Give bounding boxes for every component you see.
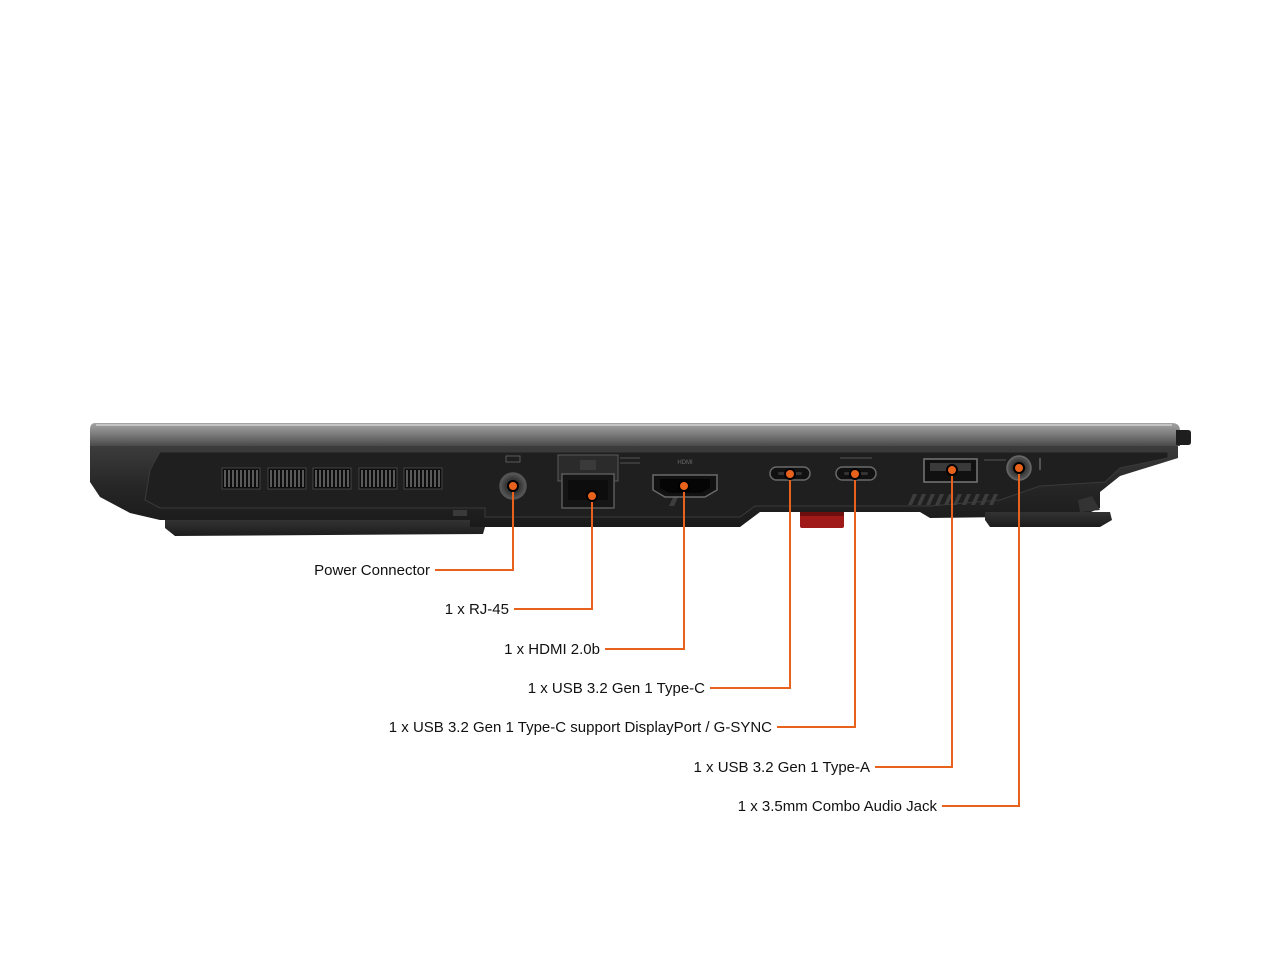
callout-leader-line: [435, 486, 514, 571]
callout-label: Power Connector: [314, 562, 430, 579]
vent-slot: [908, 494, 917, 505]
callout-dot: [946, 464, 958, 476]
callout-dot: [678, 480, 690, 492]
callout-leader-line: [942, 468, 1020, 807]
rear-vent: [669, 497, 679, 506]
vent-slot: [971, 494, 980, 505]
front-foot: [165, 520, 485, 536]
callout-audio-jack: 1 x 3.5mm Combo Audio Jack: [738, 462, 1025, 815]
callout-power-connector: Power Connector: [314, 480, 519, 579]
callout-label: 1 x USB 3.2 Gen 1 Type-C support Display…: [389, 719, 772, 736]
lid-highlight: [96, 424, 1172, 426]
callout-hdmi: 1 x HDMI 2.0b: [504, 480, 690, 658]
rear-vent-slots: [908, 494, 998, 505]
lid: [90, 423, 1180, 446]
callout-usb-c: 1 x USB 3.2 Gen 1 Type-C: [528, 468, 796, 697]
laptop-body: [90, 423, 1191, 536]
vent-slot: [935, 494, 944, 505]
callout-leader-line: [514, 496, 593, 610]
callout-leader-line: [875, 470, 953, 768]
callout-label: 1 x HDMI 2.0b: [504, 641, 600, 658]
callout-leader-line: [605, 486, 685, 650]
vent-grille: [403, 467, 443, 490]
vent-slot: [917, 494, 926, 505]
callout-dot: [507, 480, 519, 492]
vent-slot: [944, 494, 953, 505]
vent-slot: [953, 494, 962, 505]
callout-label: 1 x USB 3.2 Gen 1 Type-C: [528, 680, 705, 697]
callout-label: 1 x RJ-45: [445, 601, 509, 618]
callout-label: 1 x 3.5mm Combo Audio Jack: [738, 798, 938, 815]
callout-dot: [849, 468, 861, 480]
vent-grille: [267, 467, 307, 490]
hdmi-marking: HDMI: [677, 460, 693, 466]
callout-dot: [1013, 462, 1025, 474]
callout-usb-c-dp: 1 x USB 3.2 Gen 1 Type-C support Display…: [389, 468, 861, 736]
red-accent-shade: [800, 512, 844, 516]
callout-rj45: 1 x RJ-45: [445, 490, 598, 618]
callouts: Power Connector 1 x RJ-45 1 x HDMI 2.0b 1 x…: [314, 462, 1025, 815]
vent-slot: [989, 494, 998, 505]
lid-tab: [1176, 430, 1191, 445]
side-vent-grilles: [221, 467, 443, 490]
rj45-port: [557, 454, 640, 509]
vent-grille: [358, 467, 398, 490]
foot-clip-front: [453, 510, 467, 516]
callout-usb-a: 1 x USB 3.2 Gen 1 Type-A: [694, 464, 958, 776]
vent-slot: [980, 494, 989, 505]
vent-slot: [926, 494, 935, 505]
vent-grille: [312, 467, 352, 490]
callout-dot: [784, 468, 796, 480]
vent-slot: [962, 494, 971, 505]
vent-grille: [221, 467, 261, 490]
callout-leader-line: [710, 474, 791, 689]
foot-clip-rear: [1078, 496, 1100, 512]
callout-label: 1 x USB 3.2 Gen 1 Type-A: [694, 759, 870, 776]
rear-foot: [985, 512, 1112, 527]
callout-leader-line: [777, 474, 856, 728]
callout-dot: [586, 490, 598, 502]
